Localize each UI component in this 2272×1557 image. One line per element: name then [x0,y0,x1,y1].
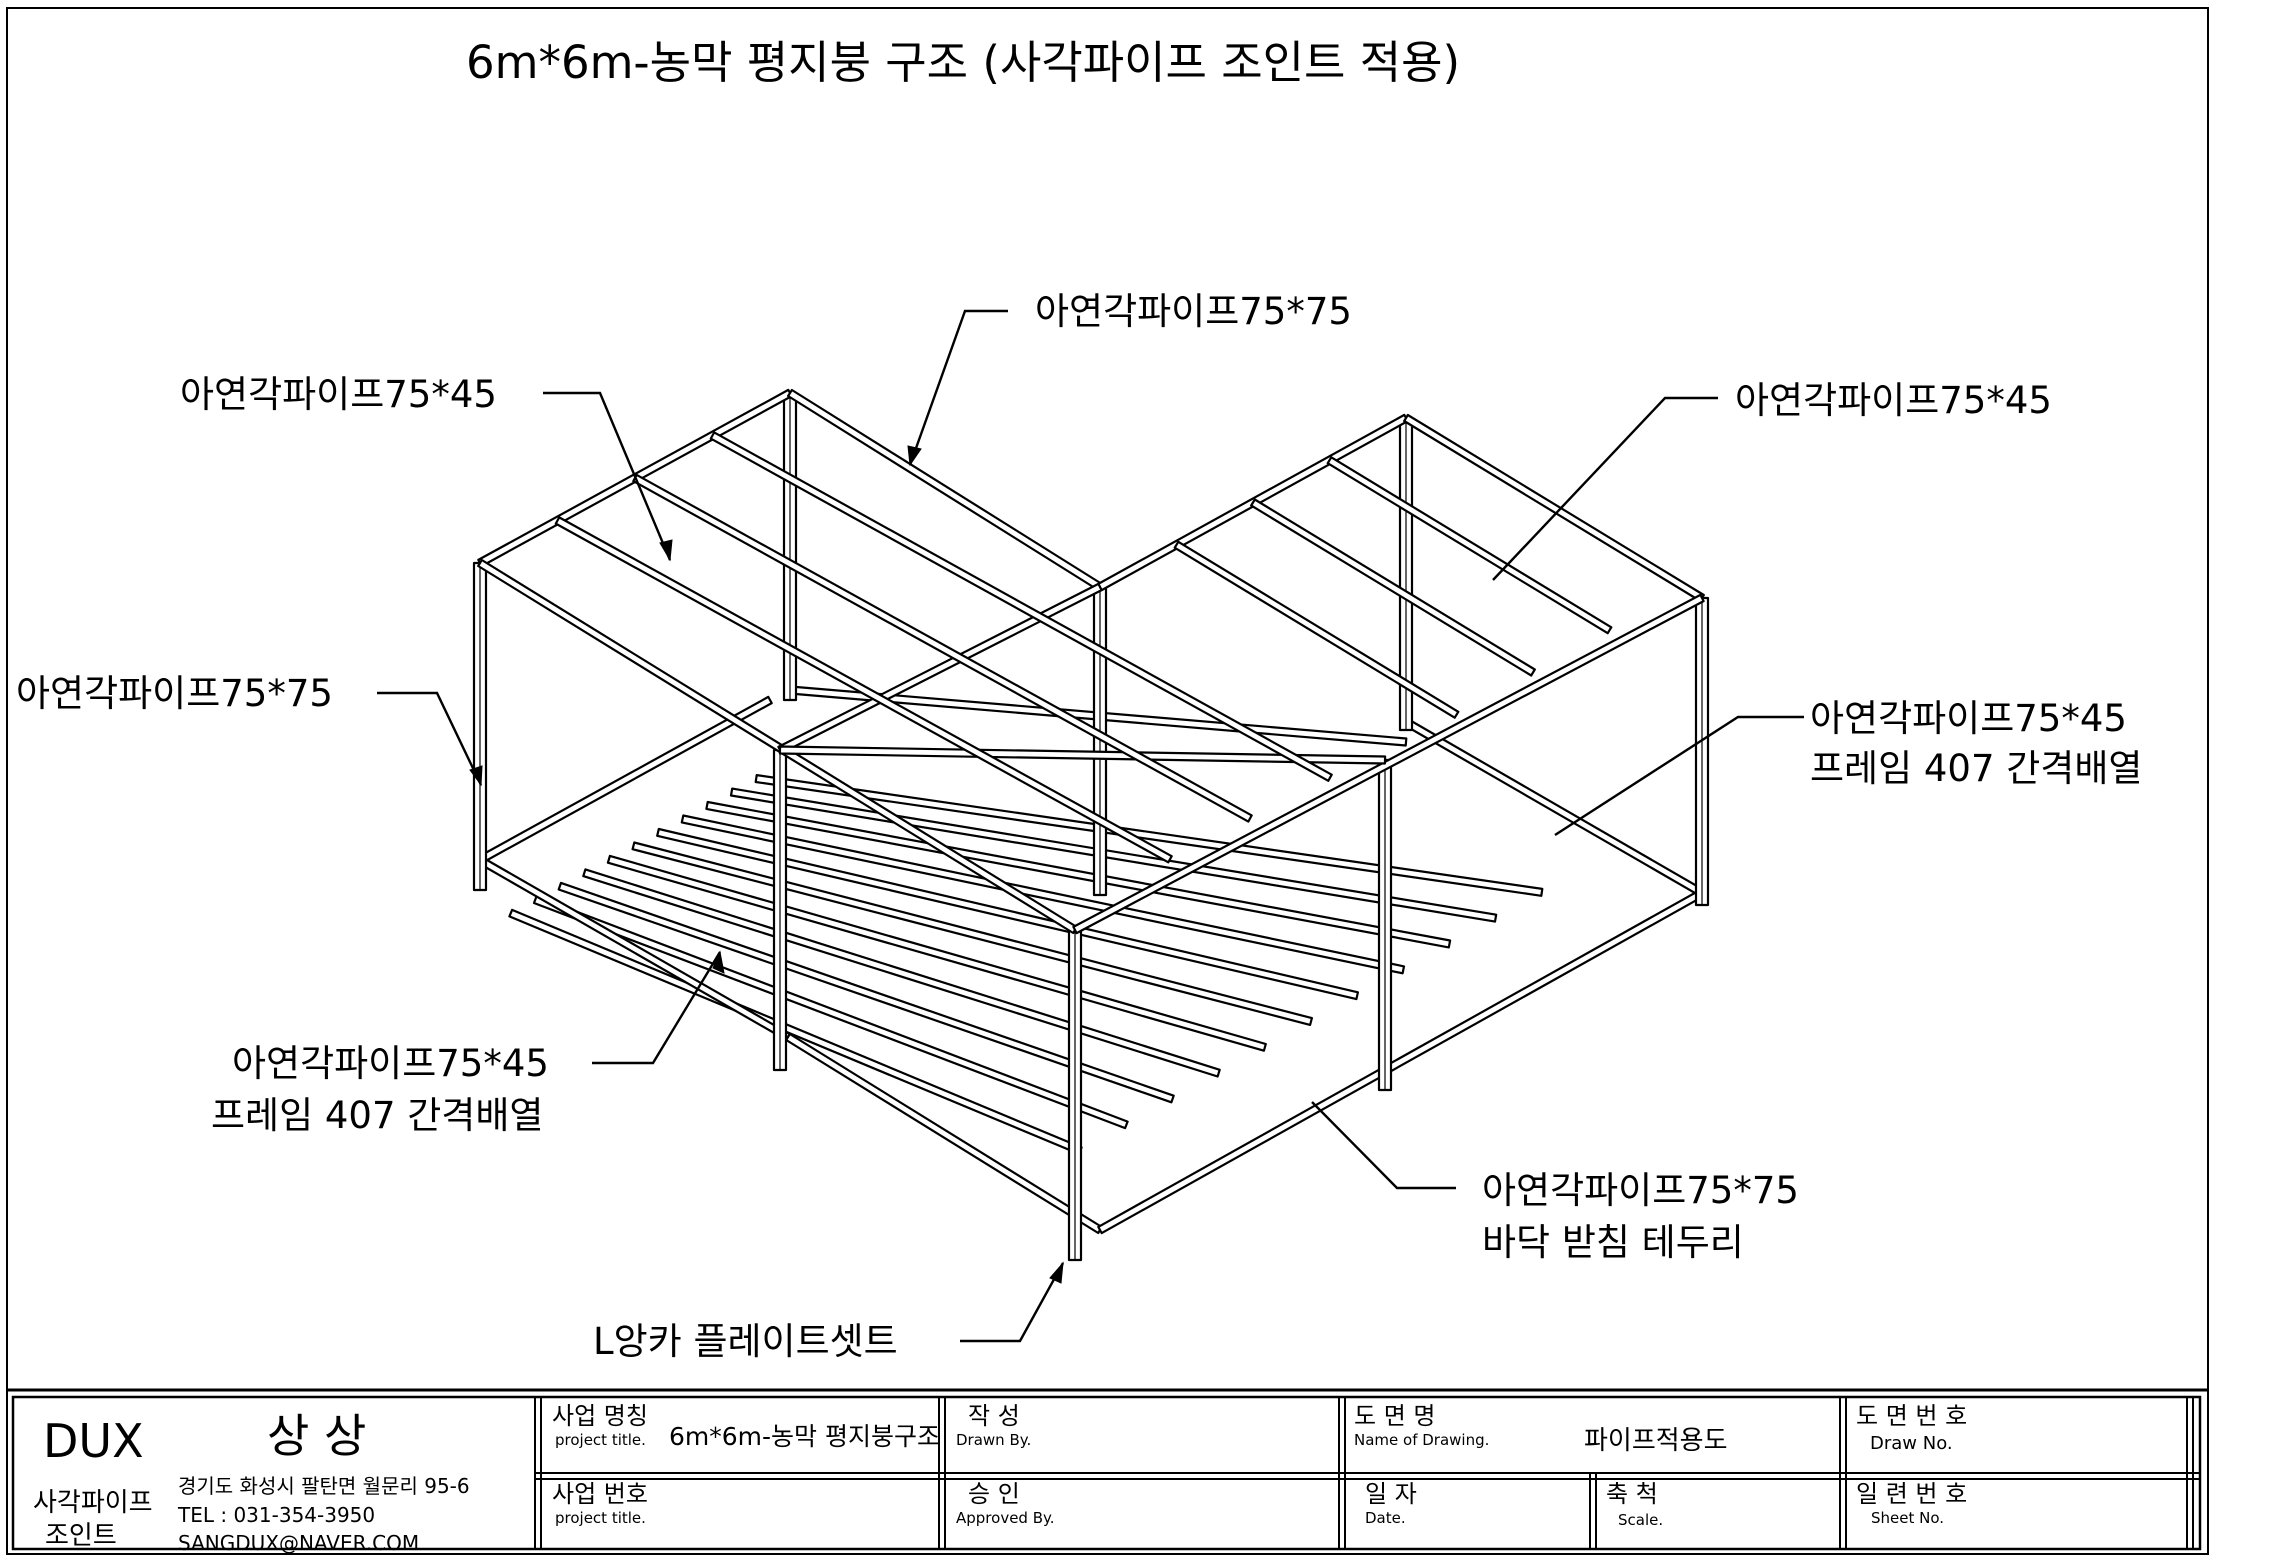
floor-joist-4 [582,868,1221,1078]
roof-cross-beam [778,745,1387,765]
callout-leaders [377,309,1804,1343]
roof-edge-right [1403,413,1705,603]
drawing-number-sub: Draw No. [1870,1433,1953,1454]
callout-left-bottom-line1: 아연각파이프75*45 [232,1042,549,1085]
floor-edge-back-right [1403,717,1705,898]
date-label: 일 자 [1365,1480,1417,1508]
roof-edge-front-right [1072,593,1705,935]
sheet-number-sub: Sheet No. [1871,1509,1945,1527]
project-name-value: 6m*6m-농막 평지붕구조 [669,1422,940,1451]
roof-purlin-left-1 [554,516,1173,864]
project-number-sub: project title. [555,1509,646,1527]
leader-right-mid [1554,715,1804,837]
company-name: 상 상 [267,1409,367,1463]
leader-right-bottom [1311,1101,1456,1190]
drawing-title: 6m*6m-농막 평지붕 구조 (사각파이프 조인트 적용) [466,36,1461,89]
sheet-number-label: 일 련 번 호 [1856,1480,1968,1508]
floor-joist-10 [729,787,1498,923]
frame-structure [472,388,1710,1262]
floor-joist-11 [754,773,1544,897]
floor-joist-1 [508,908,1083,1156]
approved-by-sub: Approved By. [956,1509,1055,1527]
callout-left-mid: 아연각파이프75*75 [16,672,333,715]
title-block-grid [7,1388,2208,1551]
callout-left-top: 아연각파이프75*45 [180,373,497,416]
floor-joist-5 [606,854,1267,1052]
floor-joist-7 [656,827,1360,1001]
callout-right-mid-line2: 프레임 407 간격배열 [1810,747,2143,790]
approved-by-label: 승 인 [968,1480,1020,1508]
callout-left-bottom-line2: 프레임 407 간격배열 [211,1094,544,1137]
floor-joist-2 [532,895,1129,1130]
roof-purlin-right-3 [1326,456,1613,635]
drawing-name-label: 도 면 명 [1354,1402,1436,1430]
callout-right-bottom-line1: 아연각파이프75*75 [1482,1169,1799,1212]
date-sub: Date. [1365,1509,1406,1527]
floor-edge-front [785,1032,1103,1235]
leader-top-center [908,309,1008,466]
floor-edge-back-left [477,695,773,865]
project-name-label: 사업 명칭 [552,1402,648,1430]
sheet-border [6,7,2209,1555]
callout-top-center: 아연각파이프75*75 [1035,290,1352,333]
company-tel: TEL : 031-354-3950 [178,1503,376,1527]
company-brand: DUX [43,1414,144,1468]
project-number-label: 사업 번호 [552,1480,648,1508]
drawn-by-sub: Drawn By. [956,1431,1032,1449]
callout-right-bottom-line2: 바닥 받침 테두리 [1482,1221,1744,1264]
scale-label: 축 척 [1606,1480,1658,1508]
callout-right-mid-line1: 아연각파이프75*45 [1810,697,2127,740]
company-product-line2: 조인트 [45,1521,117,1551]
drawing-number-label: 도 면 번 호 [1856,1402,1968,1430]
project-name-sub: project title. [555,1431,646,1449]
floor-joist-3 [557,881,1175,1104]
callout-bottom-center: L앙카 플레이트셋트 [593,1320,898,1363]
company-product-line1: 사각파이프 [33,1488,153,1518]
leader-left-bottom [592,951,722,1065]
roof-purlin-right-2 [1250,498,1536,677]
leader-arrowheads [469,445,1064,1284]
floor-joist-9 [705,800,1452,949]
leader-bottom-center [960,1262,1065,1343]
floor-joist-8 [680,814,1406,975]
callout-right-top: 아연각파이프75*45 [1735,379,2052,422]
company-address: 경기도 화성시 팔탄면 월문리 95-6 [178,1474,470,1498]
drawn-by-label: 작 성 [968,1402,1020,1430]
drawing-name-sub: Name of Drawing. [1354,1431,1490,1449]
leader-left-mid [377,691,483,786]
roof-purlin-left-2 [632,473,1253,823]
drawing-name-value: 파이프적용도 [1584,1426,1728,1456]
floor-joist-6 [631,841,1314,1027]
leader-right-top [1492,396,1718,581]
roof-purlin-right-1 [1173,540,1460,719]
company-email: SANGDUX@NAVER.COM [178,1531,420,1555]
roof-purlin-left-3 [709,431,1333,782]
leader-left-top [543,391,672,561]
scale-sub: Scale. [1618,1511,1664,1529]
